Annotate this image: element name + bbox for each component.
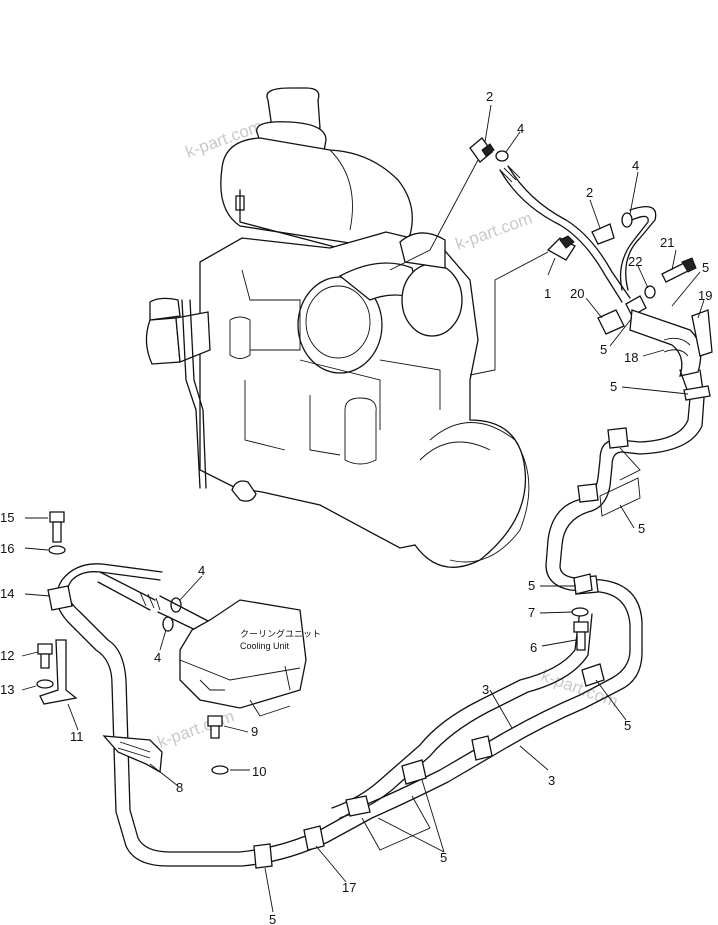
callout-label: 5 [702, 260, 709, 275]
callout-label: 13 [0, 682, 14, 697]
callout-label: 3 [548, 773, 555, 788]
watermark: k-part.com [539, 666, 621, 711]
connector-part [591, 223, 615, 245]
bracket-part [39, 639, 78, 705]
watermark: k-part.com [155, 706, 237, 751]
bolt-part [37, 643, 53, 655]
clamp-part [253, 843, 273, 869]
right-small-parts [571, 573, 593, 651]
callout-label: 11 [70, 729, 84, 744]
engine-illustration [145, 87, 530, 568]
bolt-part [49, 511, 65, 523]
washer-part [36, 679, 54, 689]
callout-label: 1 [544, 286, 551, 301]
watermark: k-part.com [453, 208, 535, 253]
washer-part [644, 285, 656, 299]
sleeve-part [597, 309, 625, 335]
cooling-unit [179, 599, 307, 709]
callout-label: 5 [624, 718, 631, 733]
main-pipe [55, 439, 643, 867]
route-brackets [361, 447, 641, 851]
callout-label: 22 [628, 254, 642, 269]
callout-label: 8 [176, 780, 183, 795]
callout-label: 5 [610, 379, 617, 394]
callout-label: 16 [0, 541, 14, 556]
callout-label: 5 [528, 578, 535, 593]
callout-label: 14 [0, 586, 14, 601]
callout-label: 4 [517, 121, 524, 136]
callout-label: 4 [632, 158, 639, 173]
callout-label: 5 [440, 850, 447, 865]
callout-label: 5 [638, 521, 645, 536]
callout-label: 6 [530, 640, 537, 655]
clamp-part [303, 825, 325, 851]
clamp-part [573, 573, 593, 595]
callout-label: 9 [251, 724, 258, 739]
callout-label: 5 [600, 342, 607, 357]
callout-label: 2 [586, 185, 593, 200]
clamp-part [607, 427, 629, 449]
callout-label: 2 [486, 89, 493, 104]
callout-label: 4 [198, 563, 205, 578]
pipe-clamps [253, 427, 629, 869]
leader-lines [21, 104, 705, 913]
callout-label: 12 [0, 648, 14, 663]
clamp-part [47, 585, 73, 611]
bolt-part [207, 715, 223, 727]
elbow-part [629, 309, 702, 377]
callout-label: 15 [0, 510, 14, 525]
clamp-part [401, 759, 427, 785]
callout-label: 18 [624, 350, 638, 365]
washer-part [48, 545, 66, 555]
cooling-unit-label-jp: クーリングユニット [240, 628, 321, 639]
clamp-part [471, 735, 493, 761]
clamp-part [577, 483, 599, 503]
clamp-part [621, 212, 633, 228]
washer-part [571, 607, 589, 617]
clamp-part [345, 795, 371, 817]
bolt-part [573, 621, 589, 633]
callout-label: 7 [528, 605, 535, 620]
callout-label: 19 [698, 288, 712, 303]
clamp-part [495, 150, 509, 162]
callout-numbers: 2 4 1 2 4 21 22 5 19 20 5 18 5 5 5 7 6 5… [0, 89, 712, 925]
bracket-part [691, 309, 713, 357]
callout-label: 5 [269, 912, 276, 925]
callout-label: 17 [342, 880, 356, 895]
callout-label: 10 [252, 764, 266, 779]
upper-fittings [389, 137, 713, 455]
cooling-unit-label-en: Cooling Unit [240, 641, 290, 651]
callout-label: 3 [482, 682, 489, 697]
callout-label: 21 [660, 235, 674, 250]
washer-part [211, 765, 229, 775]
clamp-part [581, 663, 605, 687]
callout-label: 4 [154, 650, 161, 665]
callout-label: 20 [570, 286, 584, 301]
